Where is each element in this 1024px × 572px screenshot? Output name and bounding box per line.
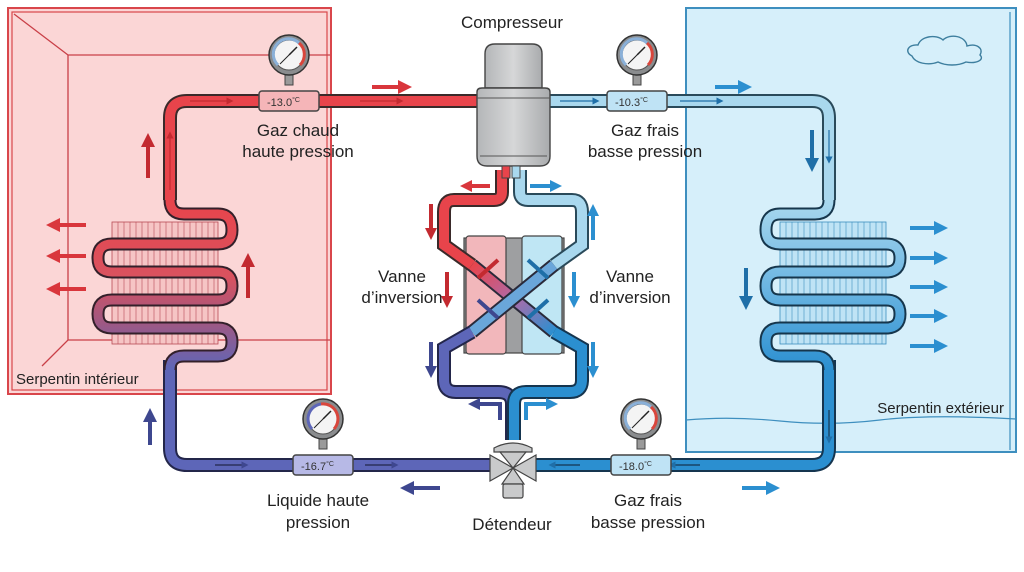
pipe-cool-bottom (534, 360, 836, 472)
reversing-valve-left-label-line1: Vanne (378, 267, 426, 286)
gauge-cool-gas-top-label-line1: Gaz frais (611, 121, 679, 140)
arrow-right-icon (530, 180, 562, 192)
expansion-valve (489, 442, 537, 499)
pipe-cool-top (544, 94, 836, 200)
arrow-right-icon (715, 80, 752, 94)
reversing-valve-right-label-line1: Vanne (606, 267, 654, 286)
flow-arrows (46, 80, 948, 495)
gauge-value: -10.3 (615, 97, 640, 109)
arrow-down-icon (441, 272, 453, 308)
arrow-down-icon (739, 268, 753, 310)
arrow-right-icon (910, 309, 948, 323)
gauge-cool-gas-bottom-label-line1: Gaz frais (614, 491, 682, 510)
arrow-left-icon (46, 218, 86, 232)
arrow-left-icon (460, 180, 490, 192)
gauge-hot-gas: -13.0°C (258, 34, 320, 112)
arrow-down-icon (805, 130, 819, 172)
reversing-valve-left-label-line2: d’inversion (361, 288, 442, 307)
svg-text:-13.0°C: -13.0°C (267, 96, 300, 109)
indoor-coil-label: Serpentin intérieur (16, 371, 139, 388)
arrow-right-icon (372, 80, 412, 94)
gauge-liquid-label-line2: pression (286, 513, 350, 532)
gauge-liquid: -16.7°C (292, 398, 354, 476)
svg-text:-10.3°C: -10.3°C (615, 96, 648, 109)
arrow-left-icon (46, 249, 86, 263)
compressor (476, 43, 551, 179)
gauge-value: -16.7 (301, 461, 326, 473)
gauge-cool-gas-top: -10.3°C (606, 34, 668, 112)
gauge-cool-gas-top-label-line2: basse pression (588, 142, 702, 161)
outdoor-coil-label: Serpentin extérieur (877, 400, 1004, 417)
gauge-hot-gas-label-line2: haute pression (242, 142, 354, 161)
arrow-up-icon (143, 408, 157, 445)
arrow-left-icon (468, 398, 502, 420)
gauge-value: -13.0 (267, 97, 292, 109)
svg-text:-16.7°C: -16.7°C (301, 460, 334, 473)
pipe-liquid-bottom (163, 360, 496, 472)
arrow-up-icon (141, 133, 155, 178)
svg-text:-18.0°C: -18.0°C (619, 460, 652, 473)
gauge-cool-gas-bottom-label-line2: basse pression (591, 513, 705, 532)
arrow-down-icon (568, 272, 580, 308)
compressor-label: Compresseur (461, 13, 563, 32)
gauge-liquid-label-line1: Liquide haute (267, 491, 369, 510)
expansion-valve-label: Détendeur (472, 515, 552, 534)
arrow-right-icon (742, 481, 780, 495)
gauge-value: -18.0 (619, 461, 644, 473)
reversing-valve (437, 170, 589, 440)
arrow-down-icon (425, 204, 437, 240)
reversing-valve-right-label-line2: d’inversion (589, 288, 670, 307)
gauge-cool-gas-bottom: -18.0°C (610, 398, 672, 476)
arrow-down-icon (425, 342, 437, 378)
valve-flow-arrows (425, 180, 599, 420)
gauge-hot-gas-label-line1: Gaz chaud (257, 121, 339, 140)
arrow-right-icon (910, 221, 948, 235)
indoor-coil (91, 199, 239, 371)
pipe-hot-top (163, 94, 482, 200)
arrow-down-icon (587, 342, 599, 378)
arrow-up-icon (241, 253, 255, 298)
outdoor-coil (759, 199, 907, 371)
arrow-left-icon (46, 282, 86, 296)
arrow-right-icon (910, 339, 948, 353)
arrow-right-icon (910, 280, 948, 294)
arrow-up-icon (587, 204, 599, 240)
arrow-left-icon (400, 481, 440, 495)
arrow-right-icon (524, 398, 558, 420)
cloud-icon (907, 35, 983, 66)
arrow-right-icon (910, 251, 948, 265)
